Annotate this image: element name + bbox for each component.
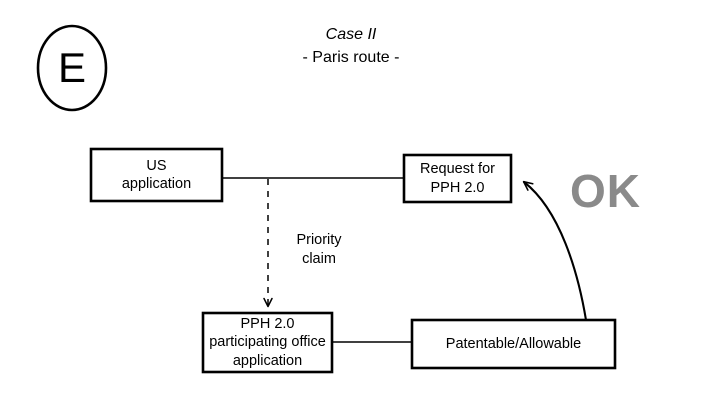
edge-label-priority-claim: Priority claim (276, 231, 362, 269)
figure-title-sub: - Paris route - (302, 48, 400, 66)
node-box-pph-participating-office (201, 311, 334, 374)
figure-title: Case II - Paris route - (243, 24, 459, 68)
node-box-patentable-allowable (410, 318, 617, 370)
figure-title-main: Case II (325, 26, 377, 43)
node-box-us-application (89, 147, 224, 203)
badge-letter: E (57, 44, 86, 91)
edge-label-line: Priority (296, 232, 342, 248)
node-box-request-for-pph (402, 153, 513, 204)
edge-label-line: claim (302, 250, 336, 267)
ok-stamp-text: OK (570, 165, 641, 217)
badge-ellipse (36, 24, 108, 112)
edge-patentable-to-request-curved (522, 180, 588, 322)
